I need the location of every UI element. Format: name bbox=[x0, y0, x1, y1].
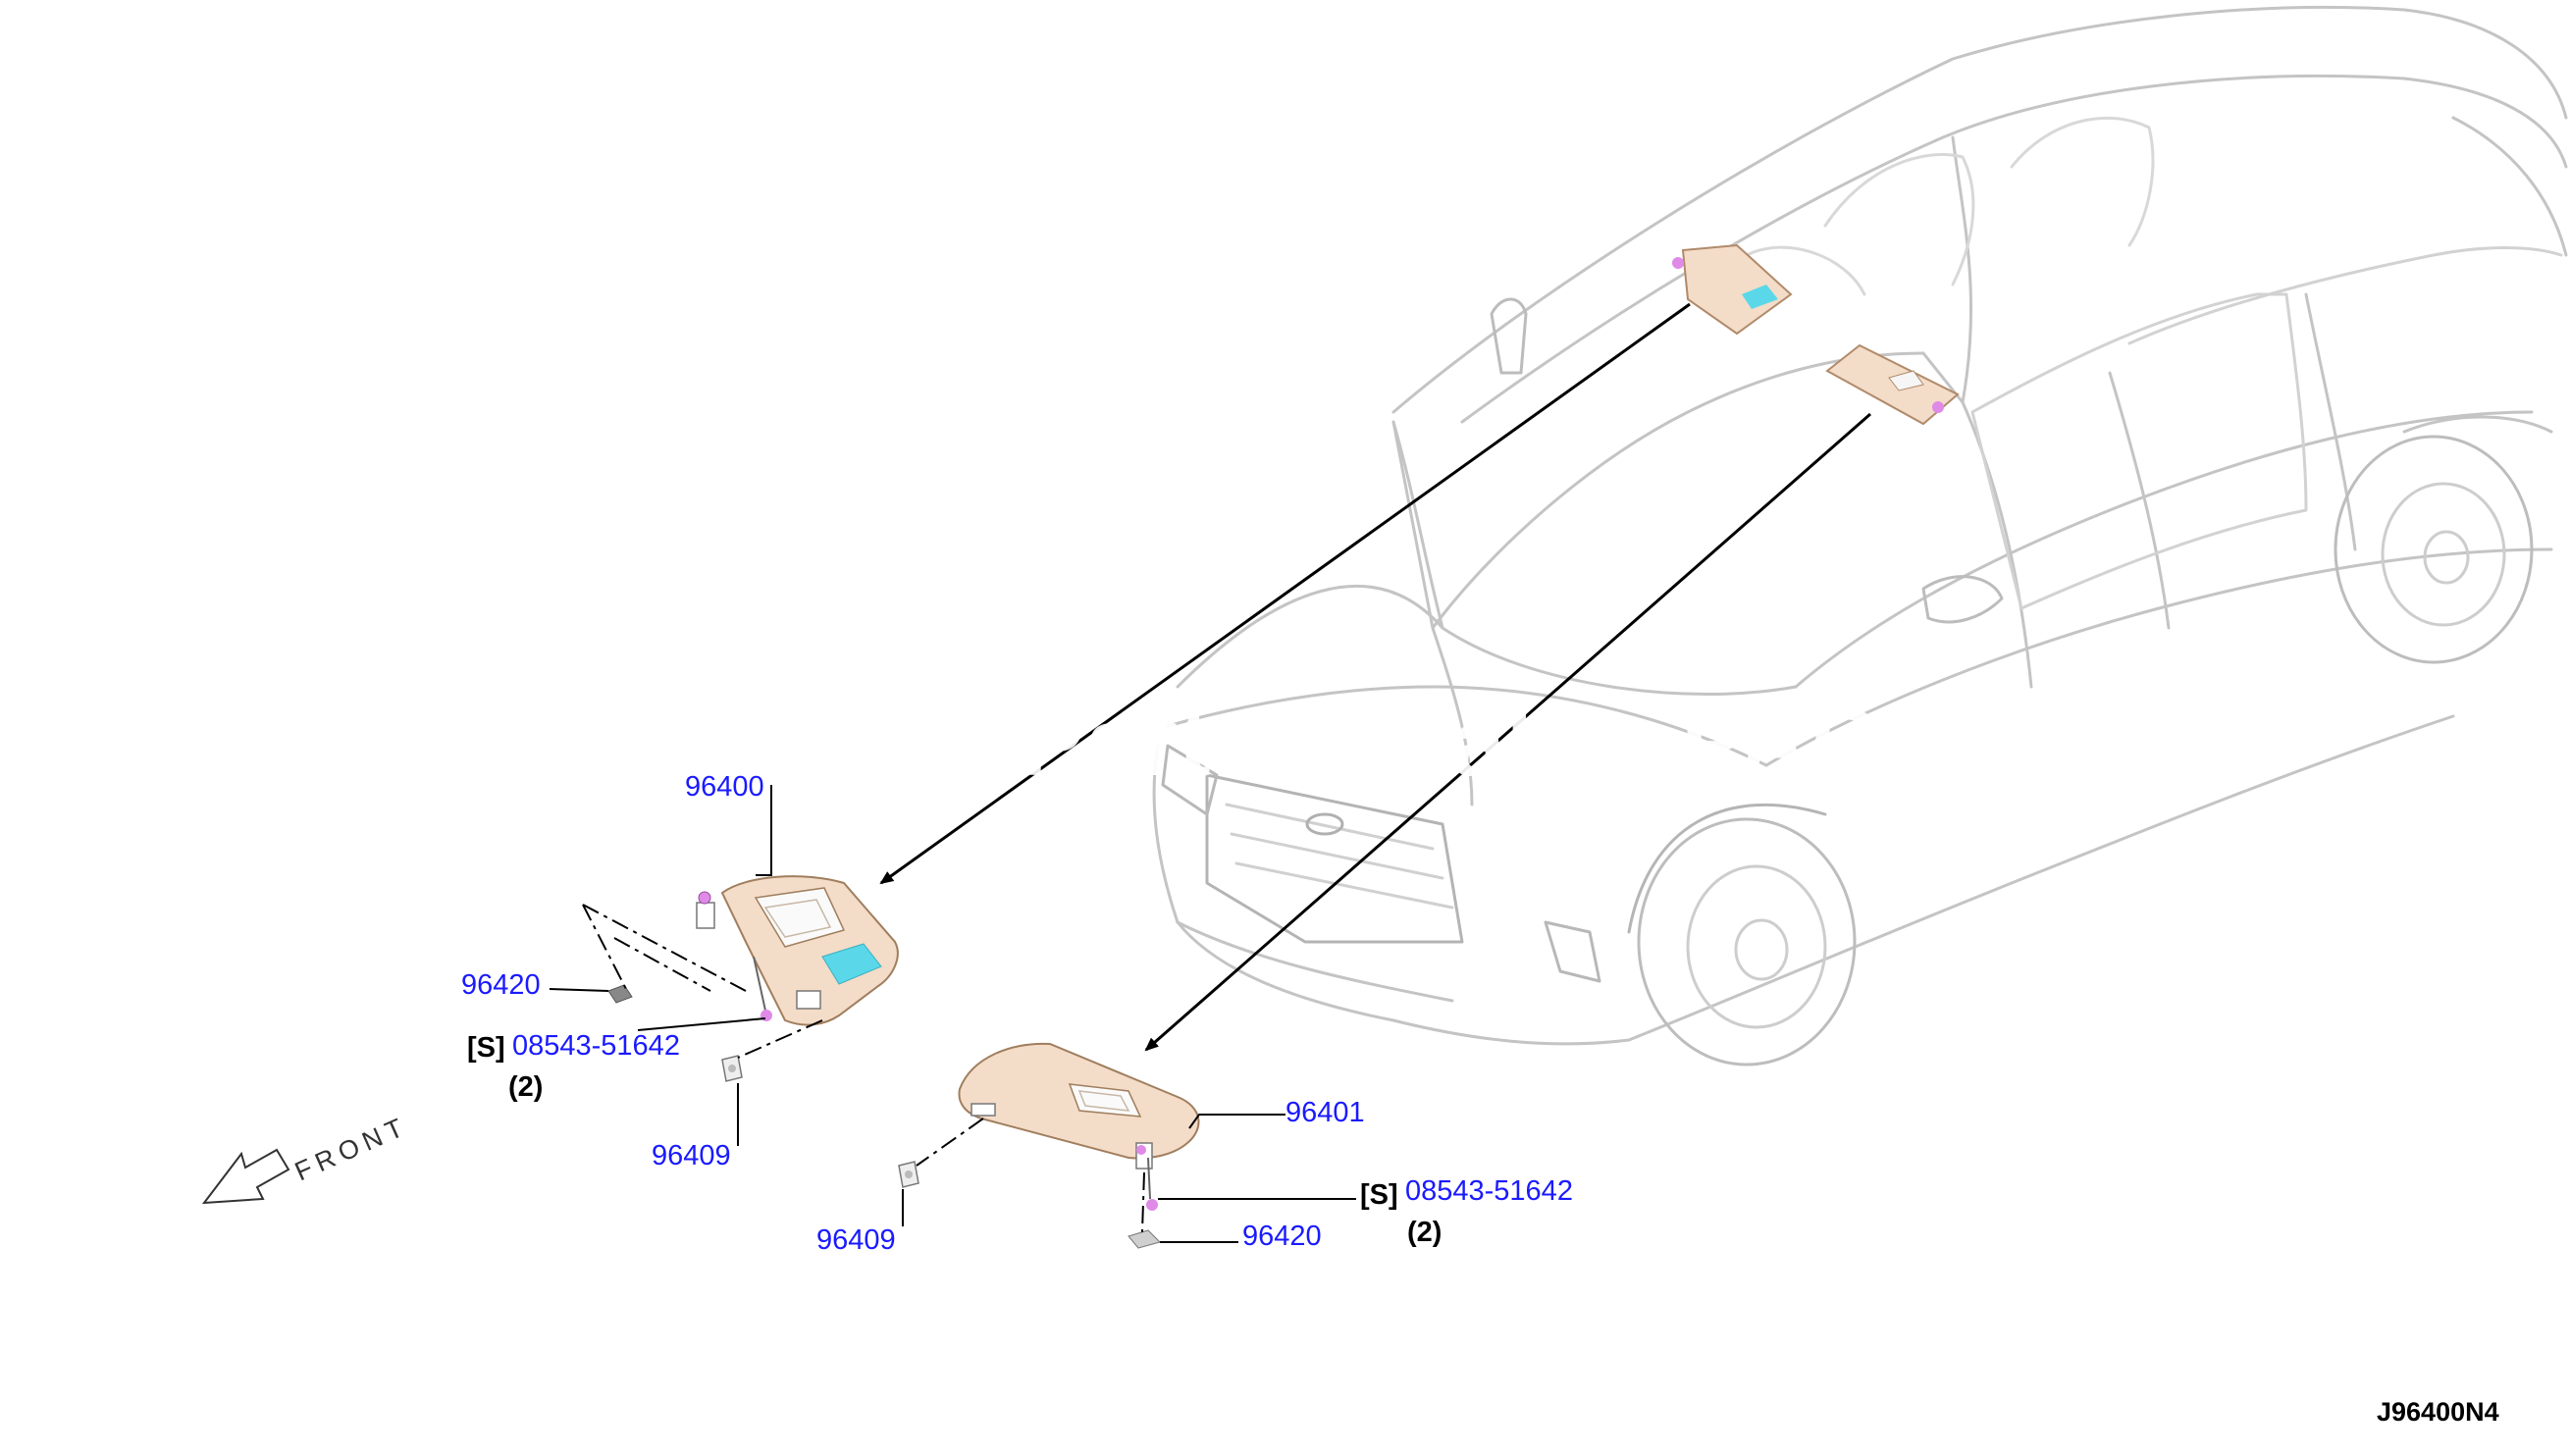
rear-wheel bbox=[2334, 435, 2534, 664]
screw-right-qty: (2) bbox=[1407, 1217, 1442, 1248]
vehicle-outline bbox=[1152, 5, 2568, 1066]
screw-right-prefix: [S] bbox=[1360, 1179, 1398, 1211]
callout-96409-left[interactable]: 96409 bbox=[652, 1140, 731, 1171]
callout-08543-51642-left[interactable]: 08543-51642 bbox=[512, 1030, 680, 1062]
arrow-right-visor bbox=[1144, 412, 1871, 1052]
screw-left-qty: (2) bbox=[508, 1071, 544, 1103]
assembly-lines-right bbox=[916, 1118, 1145, 1233]
leader-lines-left bbox=[549, 785, 772, 1146]
grille bbox=[1205, 773, 1464, 944]
clip-96420-right bbox=[1128, 1229, 1161, 1249]
callout-08543-51642-right[interactable]: 08543-51642 bbox=[1405, 1175, 1573, 1207]
arrow-left-visor bbox=[879, 302, 1691, 885]
leader-lines-right bbox=[902, 1114, 1356, 1243]
callout-96420-right[interactable]: 96420 bbox=[1242, 1221, 1322, 1252]
callout-96420-left[interactable]: 96420 bbox=[461, 969, 541, 1001]
screw-right bbox=[1146, 1157, 1158, 1211]
assembly-lines-left bbox=[582, 904, 823, 1059]
visor-installed-left bbox=[1672, 243, 1793, 336]
callout-96409-right[interactable]: 96409 bbox=[816, 1224, 896, 1256]
drawing-number: J96400N4 bbox=[2377, 1397, 2499, 1427]
front-direction-arrow bbox=[201, 1148, 290, 1205]
holder-96409-right bbox=[898, 1161, 919, 1188]
visor-installed-right bbox=[1825, 343, 1960, 426]
visor-96401 bbox=[958, 1042, 1200, 1170]
holder-96409-left bbox=[721, 1055, 743, 1082]
screw-left-prefix: [S] bbox=[467, 1032, 505, 1064]
visor-96400 bbox=[696, 875, 899, 1026]
callout-96400[interactable]: 96400 bbox=[685, 771, 764, 803]
clip-96420-left bbox=[607, 984, 633, 1004]
front-wheel bbox=[1637, 817, 1857, 1066]
callout-96401[interactable]: 96401 bbox=[1285, 1097, 1365, 1128]
